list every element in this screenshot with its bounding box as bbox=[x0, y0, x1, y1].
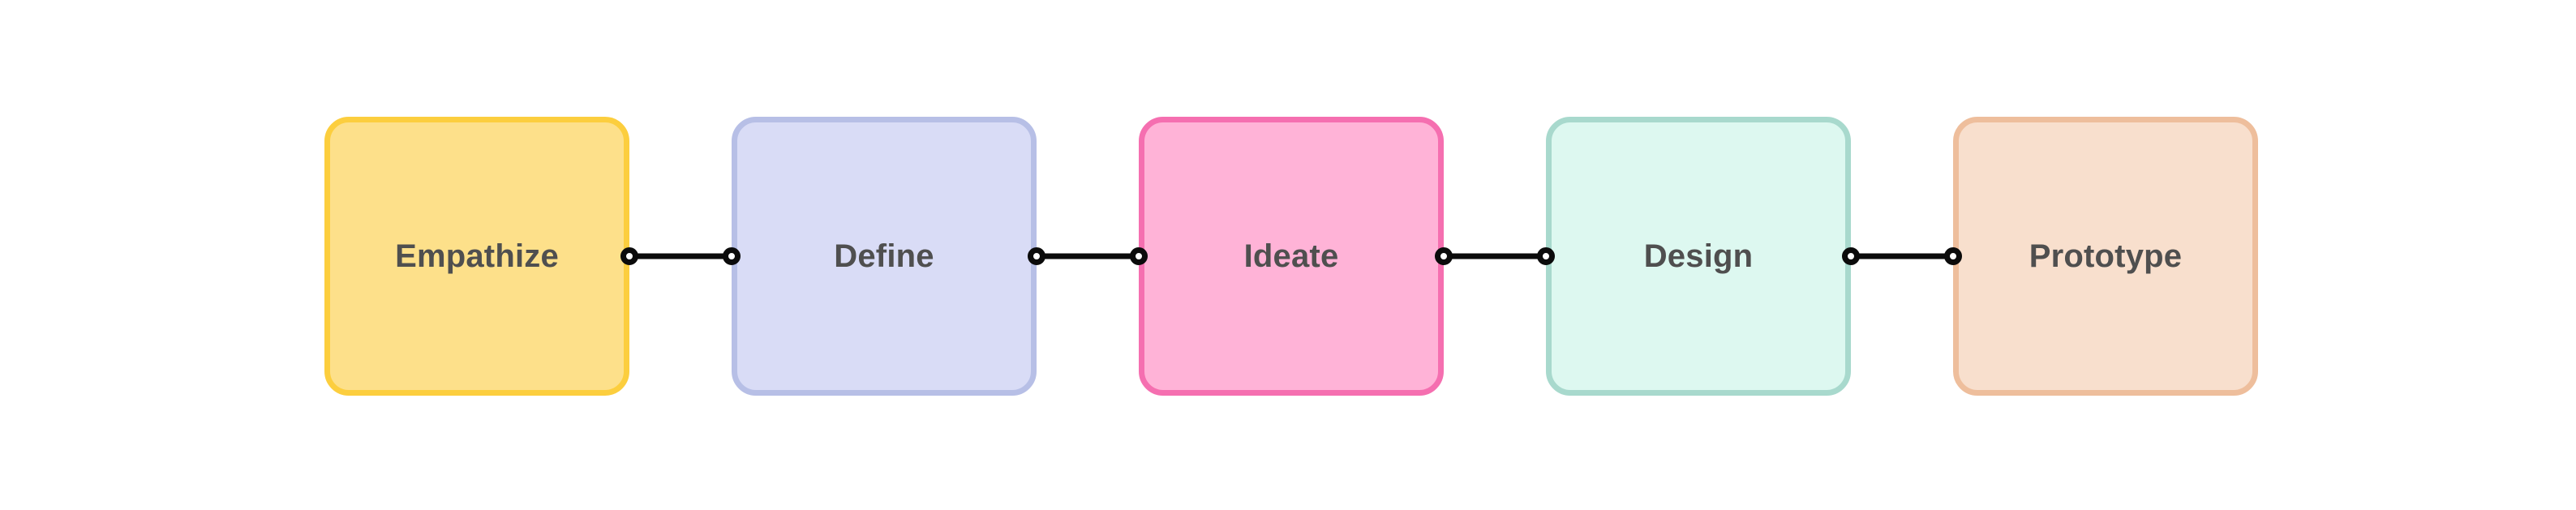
connector-line bbox=[1037, 253, 1139, 259]
connector-line bbox=[629, 253, 732, 259]
flow-node-define[interactable]: Define bbox=[732, 117, 1037, 396]
flow-connector-design-prototype bbox=[1842, 117, 1962, 396]
flow-node-label: Design bbox=[1643, 238, 1754, 274]
connector-endpoint-end-icon bbox=[723, 247, 741, 265]
flow-connector-empathize-define bbox=[620, 117, 741, 396]
flow-node-label: Define bbox=[834, 238, 934, 274]
flow-node-prototype[interactable]: Prototype bbox=[1953, 117, 2258, 396]
flow-node-ideate[interactable]: Ideate bbox=[1139, 117, 1444, 396]
flow-connector-ideate-design bbox=[1435, 117, 1555, 396]
connector-endpoint-start-icon bbox=[620, 247, 638, 265]
connector-line bbox=[1444, 253, 1546, 259]
flow-connector-define-ideate bbox=[1028, 117, 1148, 396]
flow-node-design[interactable]: Design bbox=[1546, 117, 1851, 396]
flow-node-empathize[interactable]: Empathize bbox=[324, 117, 629, 396]
connector-endpoint-end-icon bbox=[1537, 247, 1555, 265]
connector-endpoint-end-icon bbox=[1944, 247, 1962, 265]
flow-chain: Empathize Define Ideate bbox=[324, 117, 2258, 396]
flow-node-label: Empathize bbox=[395, 238, 559, 274]
connector-line bbox=[1851, 253, 1953, 259]
connector-endpoint-start-icon bbox=[1842, 247, 1860, 265]
connector-endpoint-start-icon bbox=[1028, 247, 1045, 265]
connector-endpoint-end-icon bbox=[1130, 247, 1148, 265]
connector-endpoint-start-icon bbox=[1435, 247, 1453, 265]
flow-node-label: Prototype bbox=[2029, 238, 2183, 274]
flow-node-label: Ideate bbox=[1243, 238, 1339, 274]
